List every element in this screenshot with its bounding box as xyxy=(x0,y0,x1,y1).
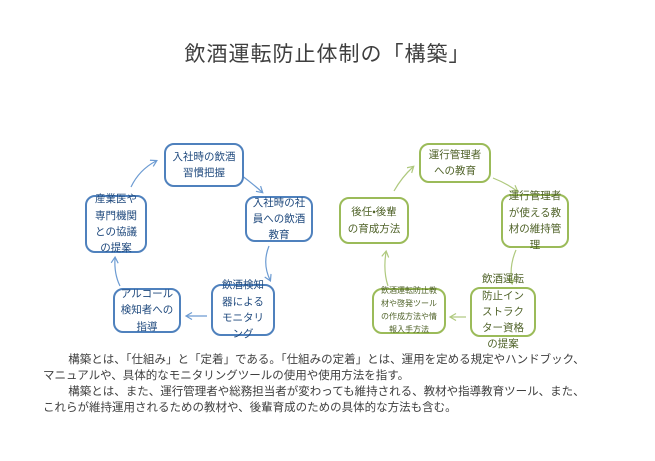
node-material-howto: 飲酒運転防止教材や啓発ツールの作成方法や情報入手方法 xyxy=(372,286,446,334)
node-detected-guidance: アルコール検知者への指導 xyxy=(113,288,181,333)
arrow-maintenance-to-instructor xyxy=(511,249,517,283)
arrow-habit-to-education xyxy=(240,174,262,192)
node-intake-education: 入社時の社員への飲酒教育 xyxy=(245,196,313,242)
notes-block: 構築とは、「仕組み」と「定着」である。「仕組みの定着」とは、運用を定める規定やハ… xyxy=(43,352,613,416)
arrow-guidance-to-consultation xyxy=(115,258,121,287)
arrow-consultation-to-habit xyxy=(130,161,156,188)
node-intake-habit: 入社時の飲酒習慣把握 xyxy=(164,143,244,187)
notes-paragraph-2: 構築とは、また、運行管理者や総務担当者が変わっても維持される、教材や指導教育ツー… xyxy=(43,386,585,414)
node-expert-consultation: 産業医や専門機関との協議の提案 xyxy=(85,193,147,254)
arrow-howto-to-successor xyxy=(385,252,388,287)
arrow-manager-edu-to-maintenance xyxy=(492,177,517,191)
page-title: 飲酒運転防止体制の「構築」 xyxy=(184,43,471,66)
arrow-successor-to-manager-edu xyxy=(393,167,413,192)
arrow-education-to-monitoring xyxy=(266,245,270,280)
node-material-maintenance: 運行管理者が使える教材の維持管理 xyxy=(501,190,569,251)
node-monitoring: 飲酒検知器によるモニタリング xyxy=(211,279,275,340)
notes-paragraph-1: 構築とは、「仕組み」と「定着」である。「仕組みの定着」とは、運用を定める規定やハ… xyxy=(43,354,585,382)
node-manager-education: 運行管理者への教育 xyxy=(419,143,491,183)
node-successor-training: 後任・後輩の育成方法 xyxy=(339,197,409,244)
node-instructor-qualification: 飲酒運転防止インストラクター資格の提案 xyxy=(470,273,536,350)
